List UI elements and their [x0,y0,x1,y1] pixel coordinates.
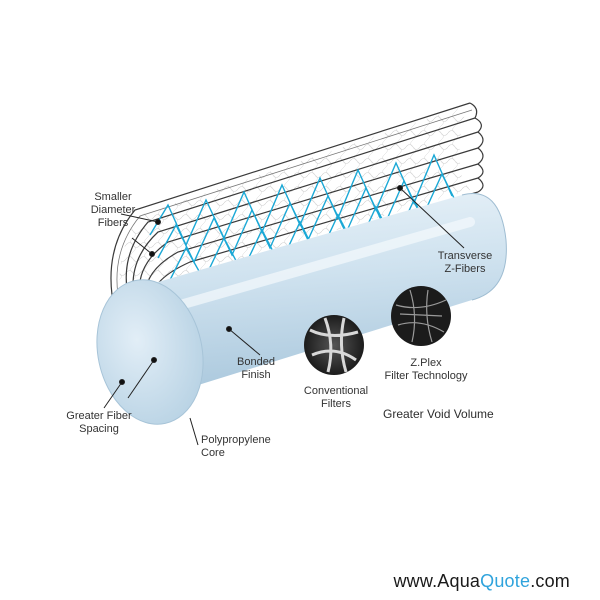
greater-fiber-spacing-label: Greater Fiber Spacing [66,410,132,435]
zplex-filter-fibers-icon [391,286,451,346]
polypropylene-core-label: Polypropylene Core [201,434,271,459]
leader-lines [103,185,465,446]
filter-cylinder [96,193,507,425]
watermark-prefix: www.Aqua [393,571,481,591]
transverse-z-fibers-label: Transverse Z-Fibers [437,250,493,275]
smaller-diameter-fibers-label: Smaller Diameter Fibers [90,191,136,229]
aquaquote-watermark: www.AquaQuote.com [393,571,570,592]
watermark-suffix: .com [530,571,570,591]
greater-void-volume-label: Greater Void Volume [383,407,494,421]
conventional-filters-label: Conventional Filters [303,385,369,410]
watermark-brand: Quote [480,571,531,591]
conventional-filter-fibers-icon [304,315,364,375]
zplex-filter-technology-label: Z.Plex Filter Technology [384,357,468,382]
bonded-finish-label: Bonded Finish [237,356,275,381]
